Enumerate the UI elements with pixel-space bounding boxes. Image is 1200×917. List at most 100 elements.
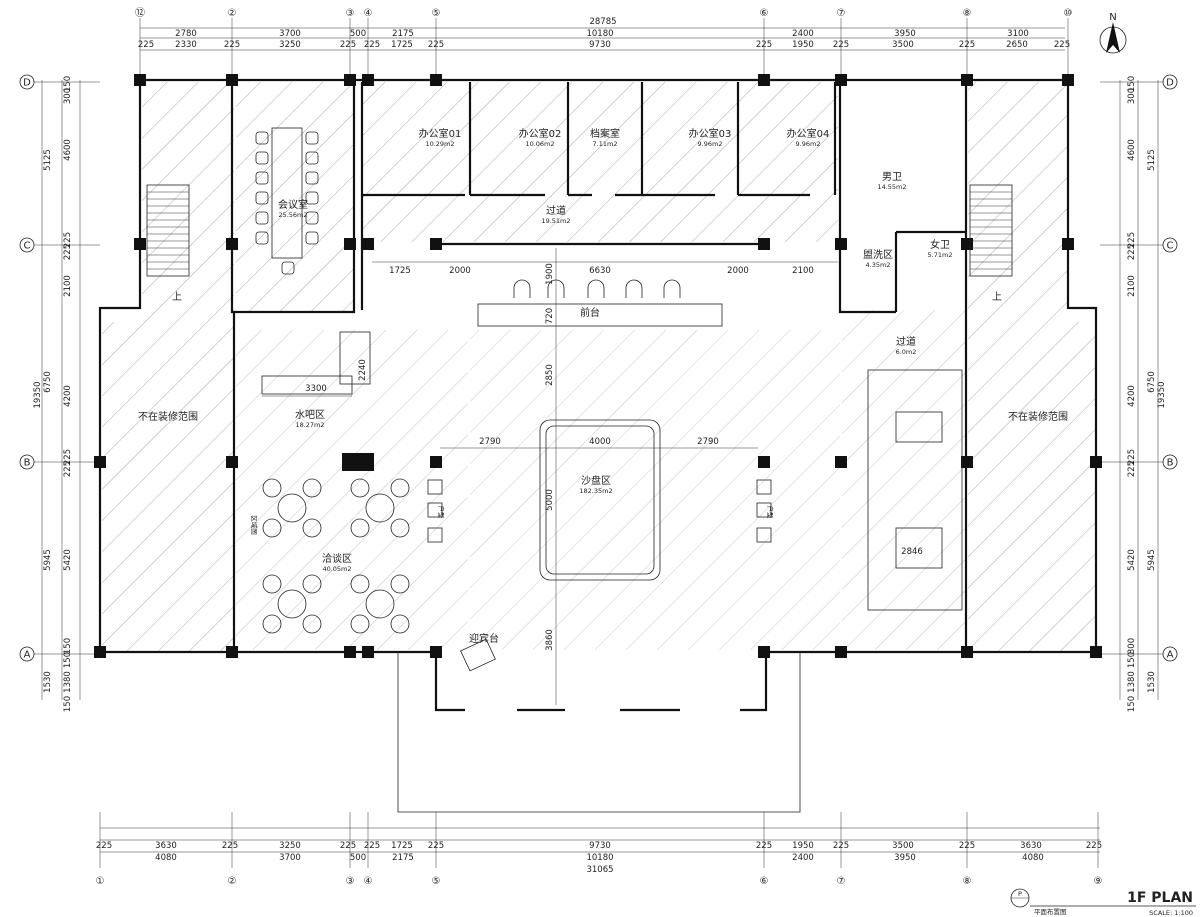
room-area-13: 182.35m2 xyxy=(579,487,612,495)
structural-columns xyxy=(94,74,1102,658)
vertical-dim-3: 2850 xyxy=(545,364,555,386)
axis-top-2: ② xyxy=(228,8,237,19)
top-dim-row3-3: 3250 xyxy=(279,40,301,50)
room-area-12: 18.27m2 xyxy=(295,421,324,429)
vertical-dim-1: 1900 xyxy=(545,263,555,285)
bottom-total-dimension: 31065 xyxy=(586,865,613,875)
axis-right-B: B xyxy=(1167,458,1174,469)
pillar-label-left: 户型 xyxy=(437,506,446,520)
stair-up-label-left: 上 xyxy=(172,291,182,303)
room-area-8: 5.71m2 xyxy=(928,251,953,259)
axis-right-D: D xyxy=(1166,78,1174,89)
axis-top-5: ⑤ xyxy=(432,8,441,19)
axis-bottom-1: ① xyxy=(96,876,105,887)
sand-dim-2: 4000 xyxy=(589,437,611,447)
walls xyxy=(98,78,1098,813)
dims_right-small-1: 300 xyxy=(1127,88,1137,104)
corridor-dim-2: 2000 xyxy=(449,266,471,276)
bottom-dim-row1-3: 3250 xyxy=(279,841,301,851)
dims_left-total: 19350 xyxy=(33,381,43,408)
axis-bottom-6: ⑥ xyxy=(760,876,769,887)
dims_right-small-6: 300 xyxy=(1127,638,1137,654)
axis-bottom-7: ⑦ xyxy=(837,876,846,887)
axis-bottom-2: ② xyxy=(228,876,237,887)
top-dim-row2-2: 500 xyxy=(350,29,366,39)
dims_left-mid-4: 1380 xyxy=(63,671,73,693)
sand-dim-3: 2790 xyxy=(697,437,719,447)
room-area-6: 14.55m2 xyxy=(877,183,906,191)
axis-bottom-5: ⑤ xyxy=(432,876,441,887)
bottom-dim-row2-7: 4080 xyxy=(1022,853,1044,863)
left-stair: 上 xyxy=(146,184,190,303)
room-name-13: 沙盘区 xyxy=(581,474,611,487)
bottom-dim-row1-14: 3630 xyxy=(1020,841,1042,851)
bottom-dim-row1-1: 3630 xyxy=(155,841,177,851)
dims_left-small-3: 225 xyxy=(63,244,73,260)
top-dim-row2-4: 10180 xyxy=(586,29,613,39)
bottom-dim-row1-8: 9730 xyxy=(589,841,611,851)
room-labels: 会议室25.56m2办公室0110.29m2办公室0210.06m2档案室7.1… xyxy=(138,127,1068,645)
axis-top-6: ⑥ xyxy=(760,8,769,19)
room-name-8: 女卫 xyxy=(930,238,950,251)
dims_left-small-8: 150 xyxy=(63,696,73,712)
dims_right-small-5: 225 xyxy=(1127,461,1137,477)
lounge-dim: 2846 xyxy=(901,547,923,557)
top-dim-row3-14: 2650 xyxy=(1006,40,1028,50)
top-dim-row3-1: 2330 xyxy=(175,40,197,50)
room-area-4: 9.96m2 xyxy=(698,140,723,148)
room-name-4: 办公室03 xyxy=(689,127,732,140)
room-name-12: 水吧区 xyxy=(295,409,325,421)
dims_left-small-2: 225 xyxy=(63,232,73,248)
corridor-dim-5: 2100 xyxy=(792,266,814,276)
right-stair: 上 xyxy=(969,184,1013,303)
room-area-9: 4.35m2 xyxy=(866,261,891,269)
bar-dim-depth: 2240 xyxy=(358,359,368,381)
top-dim-row3-0: 225 xyxy=(138,40,154,50)
pillar-label-right: 户型 xyxy=(766,506,775,520)
room-name-0: 会议室 xyxy=(278,198,308,211)
axis-right-A: A xyxy=(1167,650,1174,661)
dims_left-mid-3: 5420 xyxy=(63,549,73,571)
axis-right-C: C xyxy=(1167,241,1174,252)
room-area-10: 6.0m2 xyxy=(896,348,917,356)
bottom-dim-row2-0: 4080 xyxy=(155,853,177,863)
bottom-dim-row1-15: 225 xyxy=(1086,841,1102,851)
dims_right-outer-2: 5945 xyxy=(1147,549,1157,571)
stair-up-label-right: 上 xyxy=(992,291,1002,303)
vertical-dim-4: 5000 xyxy=(545,489,555,511)
top-dim-row3-11: 225 xyxy=(833,40,849,50)
dims_left-small-4: 225 xyxy=(63,449,73,465)
bottom-dim-row2-1: 3700 xyxy=(279,853,301,863)
axis-bottom-4: ④ xyxy=(364,876,373,887)
top-dim-row3-2: 225 xyxy=(224,40,240,50)
dims_right-mid-2: 4200 xyxy=(1127,385,1137,407)
dims_left-small-6: 150 xyxy=(63,638,73,654)
room-name-16: 区域图 xyxy=(250,515,259,535)
dims_left-small-1: 300 xyxy=(63,88,73,104)
room-area-7: 19.51m2 xyxy=(541,217,570,225)
north-label: N xyxy=(1109,12,1116,23)
axis-top-8: ⑧ xyxy=(963,8,972,19)
dims_right-small-0: 150 xyxy=(1127,76,1137,92)
dims_right-mid-1: 2100 xyxy=(1127,275,1137,297)
dims_left-outer-0: 5125 xyxy=(43,149,53,171)
top-dim-row2-3: 2175 xyxy=(392,29,414,39)
sand-dim-1: 2790 xyxy=(479,437,501,447)
dims_left-mid-1: 2100 xyxy=(63,275,73,297)
top-dim-row2-7: 3100 xyxy=(1007,29,1029,39)
bottom-dim-row2-4: 10180 xyxy=(586,853,613,863)
dims_right-small-4: 225 xyxy=(1127,449,1137,465)
bottom-dim-row1-2: 225 xyxy=(222,841,238,851)
room-area-5: 9.96m2 xyxy=(796,140,821,148)
dims_right-outer-1: 6750 xyxy=(1147,371,1157,393)
room-name-10: 过道 xyxy=(896,335,916,348)
dims_right-outer-0: 5125 xyxy=(1147,149,1157,171)
room-name-14: 洽谈区 xyxy=(322,552,352,565)
dims_left-outer-1: 6750 xyxy=(43,371,53,393)
vertical-dim-5: 3860 xyxy=(545,629,555,651)
axis-bottom-3: ③ xyxy=(346,876,355,887)
inner-dimensions: 1725 2000 6630 2000 2100 1900 720 2850 5… xyxy=(262,248,923,705)
dims_left-mid-2: 4200 xyxy=(63,385,73,407)
bottom-dim-row2-3: 2175 xyxy=(392,853,414,863)
vertical-dim-2: 720 xyxy=(545,308,555,324)
